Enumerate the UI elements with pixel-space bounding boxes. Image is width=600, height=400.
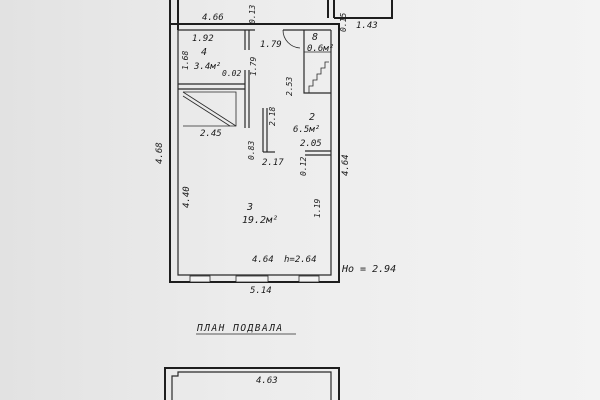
dim-room-4-gap: 0.02 <box>222 69 241 78</box>
room-8-number: 8 <box>312 32 318 43</box>
interior-partitions <box>262 108 331 156</box>
dim-top-right-small: 1.43 <box>356 21 378 31</box>
plan-title: ПЛАН ПОДВАЛА <box>196 323 284 334</box>
windows <box>189 275 320 283</box>
dim-top-small-b: 0.15 <box>339 13 348 32</box>
room-2-area: 6.5м² <box>293 125 320 135</box>
dim-middle-vertical: 2.18 <box>268 107 277 126</box>
dim-stair-height: 2.53 <box>285 77 294 96</box>
room-2-number: 2 <box>309 112 315 123</box>
dim-height: h=2.64 <box>284 255 317 265</box>
room-3-number: 3 <box>246 202 253 213</box>
dim-right-outer: 4.64 <box>341 154 351 176</box>
dim-room-4-width: 1.92 <box>192 34 214 44</box>
room-8-steps <box>282 29 331 94</box>
dim-room-2-small: 0.12 <box>299 157 308 176</box>
dim-right-inner: 1.19 <box>313 199 322 218</box>
dim-bottom-outer: 5.14 <box>250 286 272 296</box>
lower-plan-walls <box>164 367 340 400</box>
dim-room-2-inner: 2.17 <box>262 158 284 168</box>
room-4-number: 4 <box>201 47 207 58</box>
dim-room-2-width: 2.05 <box>300 139 322 149</box>
outer-walls <box>169 0 393 283</box>
dim-lower-top: 4.63 <box>256 376 278 386</box>
dim-room-8-width: 1.79 <box>260 40 282 50</box>
stair-block <box>182 91 237 127</box>
dim-left-outer: 4.68 <box>155 142 165 164</box>
dim-left-inner: 4.40 <box>182 186 192 208</box>
dim-small-vertical: 0.83 <box>247 141 256 160</box>
dim-top-outer: 4.66 <box>202 13 224 23</box>
dim-bottom-inner: 4.64 <box>252 255 274 265</box>
room-4-walls <box>178 30 250 128</box>
room-4-area: 3.4м² <box>193 62 221 72</box>
dim-room-4-height: 1.68 <box>181 51 190 70</box>
room-8-area: 0.6м² <box>307 44 334 54</box>
height-note: Hо = 2.94 <box>341 264 396 275</box>
room-3-area: 19.2м² <box>242 215 278 226</box>
dim-stair-width: 2.45 <box>200 129 222 139</box>
dim-room-4-inner: 1.79 <box>249 57 258 76</box>
dim-top-small-a: 0.13 <box>248 5 257 24</box>
